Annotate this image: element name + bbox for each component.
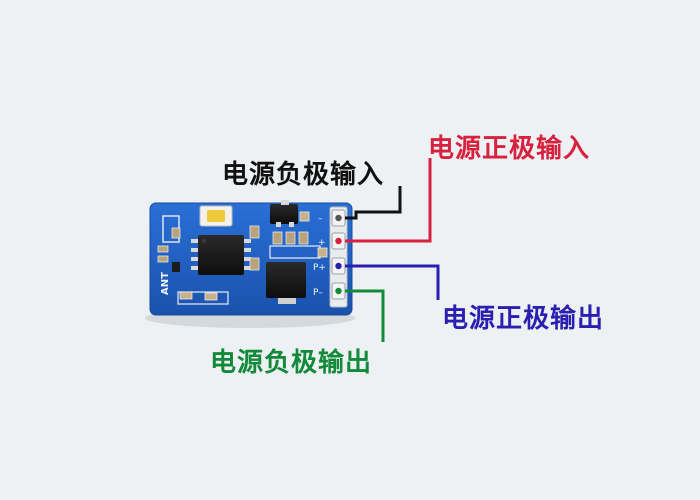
pin-mark: – [318,214,323,224]
label-positive-output: 电源正极输出 [442,304,605,334]
pin-mark: P+ [313,263,326,273]
pin-pads [331,209,346,300]
wire-negative-input [345,186,402,220]
wire-positive-output [345,264,440,300]
transistor-leg [281,200,289,205]
regulator-ic [266,262,306,298]
pin-mark: + [318,238,326,248]
silkscreen-outline [177,291,229,305]
label-negative-input: 电源负极输入 [222,160,385,190]
transistor [270,204,298,224]
crystal-core [207,210,225,222]
silkscreen-ant: ANT [160,272,171,295]
wire-positive-input [345,158,432,243]
wire-negative-output [345,289,385,342]
ic-tab [278,298,296,304]
transistor-leg [276,222,281,227]
label-negative-output: 电源负极输出 [210,348,373,378]
main-ic [191,235,251,275]
smd-components [157,211,328,301]
label-positive-input: 电源正极输入 [428,134,591,164]
pin-header-strip [329,206,348,308]
transistor-leg [289,222,294,227]
pin-mark: P– [313,288,323,298]
